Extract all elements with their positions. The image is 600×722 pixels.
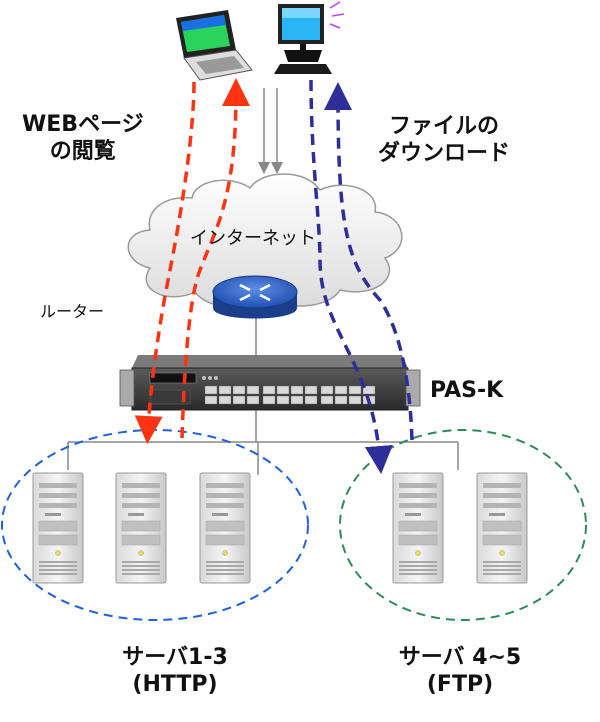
ftp-servers-name: サーバ 4~5: [398, 645, 522, 670]
gray-arrows: [258, 88, 283, 174]
server-tower-icon: [32, 472, 528, 584]
http-servers-proto: (HTTP): [132, 671, 218, 697]
http-servers-label: サーバ1-3 (HTTP): [105, 645, 245, 699]
ftp-servers-label: サーバ 4~5 (FTP): [385, 645, 535, 699]
ftp-server-group: [339, 429, 587, 621]
web-label-line2: の閲覧: [49, 138, 116, 164]
cloud-icon: [127, 173, 403, 308]
laptop-icon: [176, 10, 253, 81]
desktop-computer-icon: [274, 1, 345, 74]
ftp-servers-proto: (FTP): [426, 671, 494, 697]
web-browsing-label: WEBページ の閲覧: [22, 112, 144, 166]
pas-k-label: PAS-K: [430, 378, 504, 403]
dl-label-line2: ダウンロード: [378, 140, 511, 166]
web-flow-arrows: [134, 78, 250, 444]
appliance-icon: [119, 355, 421, 411]
http-servers-name: サーバ1-3: [122, 645, 228, 670]
router-icon: [212, 275, 298, 319]
file-download-label: ファイルの ダウンロード: [378, 114, 510, 168]
download-flow-arrows: [309, 79, 414, 474]
internet-label: インターネット: [190, 228, 316, 249]
dl-label-line1: ファイルの: [389, 114, 500, 139]
web-label-line1: WEBページ: [22, 112, 144, 137]
router-label: ルーター: [40, 302, 105, 321]
